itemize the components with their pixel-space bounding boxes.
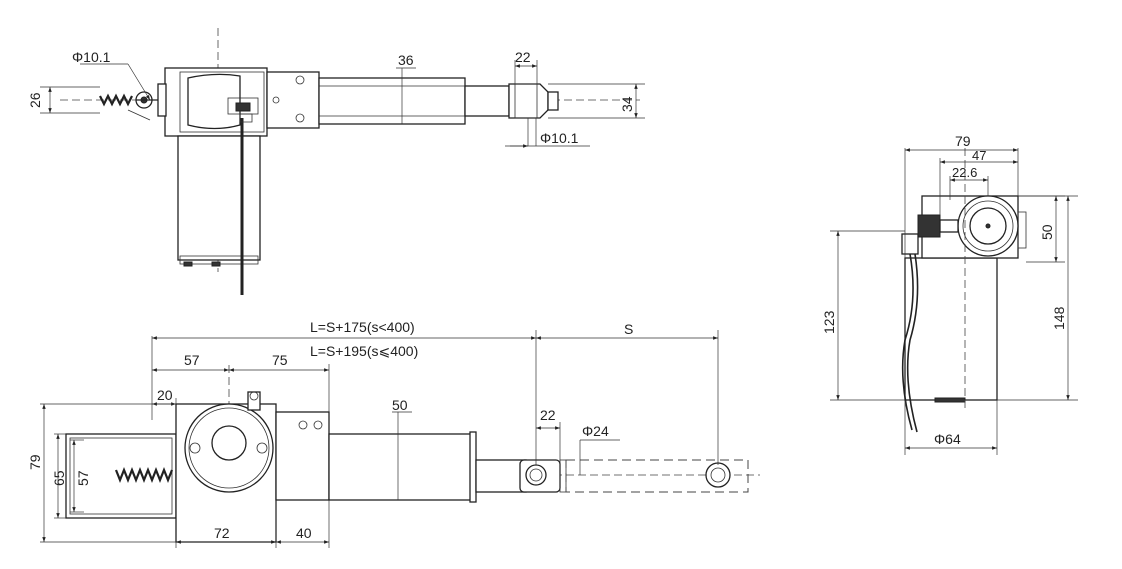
dim-width-22-6: 22.6 — [952, 165, 977, 180]
dim-width-79: 79 — [955, 133, 971, 149]
dim-height-65: 65 — [51, 470, 67, 486]
dim-height-79: 79 — [27, 454, 43, 470]
dim-pin-dia-right: Φ10.1 — [540, 130, 579, 146]
dim-len-20: 20 — [157, 387, 173, 403]
dim-height-26: 26 — [27, 92, 43, 108]
dim-height-123: 123 — [821, 310, 837, 334]
dim-height-34: 34 — [619, 96, 635, 112]
dim-height-57: 57 — [75, 470, 91, 486]
side-view: L=S+175(s<400) L=S+195(s⩽400) S 57 75 20… — [27, 319, 760, 548]
dim-clevis-22: 22 — [515, 49, 531, 65]
dim-pin-dia-24: Φ24 — [582, 423, 609, 439]
dim-length-formula-2: L=S+195(s⩽400) — [310, 343, 418, 359]
top-view: Φ10.1 26 36 22 34 Φ10.1 — [27, 28, 645, 295]
dim-length-formula-1: L=S+175(s<400) — [310, 319, 415, 335]
end-view: 79 47 22.6 50 148 123 Φ64 — [821, 133, 1078, 455]
dim-tube-36: 36 — [398, 52, 414, 68]
dim-len-72: 72 — [214, 525, 230, 541]
dim-height-148: 148 — [1051, 306, 1067, 330]
dim-len-40: 40 — [296, 525, 312, 541]
dim-clevis-22: 22 — [540, 407, 556, 423]
dim-tube-50: 50 — [392, 397, 408, 413]
dim-len-75: 75 — [272, 352, 288, 368]
dim-height-50: 50 — [1039, 224, 1055, 240]
dim-stroke-s: S — [624, 321, 633, 337]
dim-pin-dia-left: Φ10.1 — [72, 49, 111, 65]
dim-motor-dia-64: Φ64 — [934, 431, 961, 447]
dim-len-57: 57 — [184, 352, 200, 368]
dim-width-47: 47 — [972, 148, 986, 163]
